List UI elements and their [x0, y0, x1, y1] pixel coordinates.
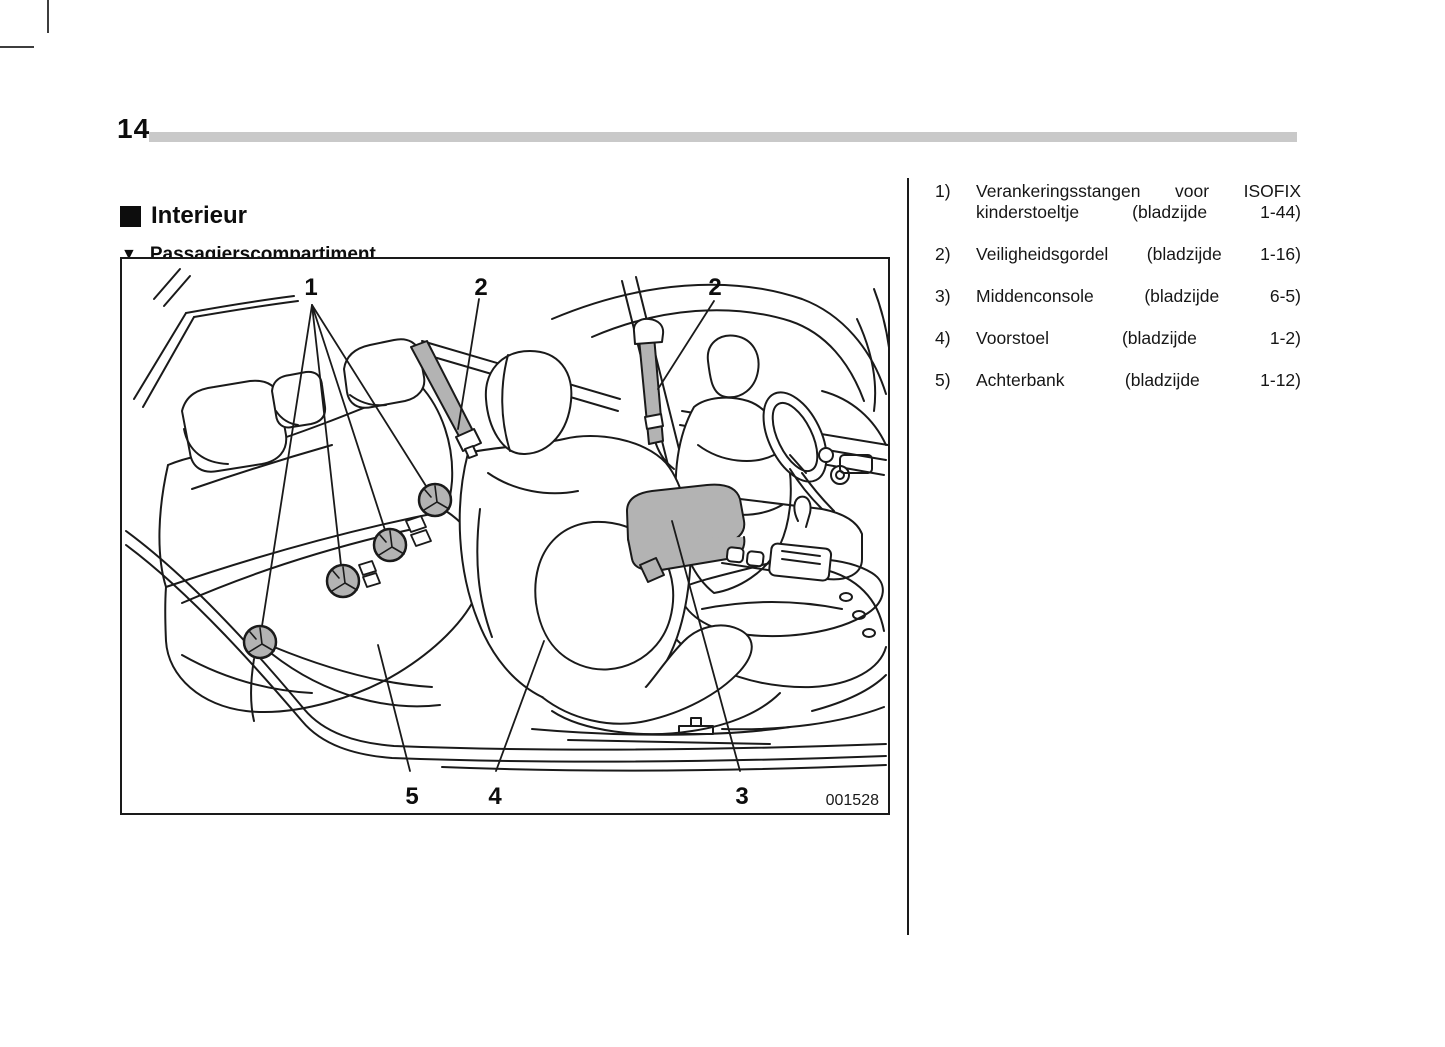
legend-item-text: Voorstoel (bladzijde 1-2): [976, 328, 1301, 348]
isofix-latch-bracket: [405, 515, 427, 533]
callout-5: 5: [405, 783, 418, 810]
callout-2-rear: 2: [474, 274, 487, 301]
section-marker-icon: [120, 205, 141, 227]
passenger-compartment-figure: 1 2 2 5 4 3 001528: [120, 257, 890, 815]
legend-item: 5) Achterbank (bladzijde 1-12): [935, 370, 1301, 412]
callout-2-front: 2: [708, 274, 721, 301]
steering-wheel: [762, 391, 850, 512]
column-divider: [907, 178, 909, 935]
legend-item-number: 4): [935, 328, 951, 348]
isofix-latch-bracket: [358, 560, 377, 576]
legend-item-text: Veiligheidsgordel (bladzijde 1-16): [976, 244, 1301, 264]
page-number: 14: [117, 113, 151, 144]
legend-item-number: 1): [935, 181, 951, 201]
figure-legend: 1) Verankeringsstangen voor ISOFIX kinde…: [935, 181, 1301, 412]
page-header-rule: [149, 132, 1297, 142]
callout-leader-lines: [261, 298, 741, 772]
legend-item: 1) Verankeringsstangen voor ISOFIX kinde…: [935, 181, 1301, 244]
legend-item-text: Verankeringsstangen voor ISOFIX kinderst…: [976, 181, 1301, 222]
crop-mark-vertical: [47, 0, 49, 33]
belt-buckle-shaded: [639, 557, 665, 583]
callout-labels: 1 2 2 5 4 3: [304, 274, 748, 810]
legend-item-number: 5): [935, 370, 951, 390]
legend-item: 3) Middenconsole (bladzijde 6-5): [935, 286, 1301, 328]
section-heading: Interieur: [120, 202, 247, 230]
legend-item-text: Achterbank (bladzijde 1-12): [976, 370, 1301, 390]
legend-item-number: 3): [935, 286, 951, 306]
legend-item: 2) Veiligheidsgordel (bladzijde 1-16): [935, 244, 1301, 286]
page-header: 14: [117, 113, 1297, 147]
dashboard: [821, 390, 887, 638]
legend-item-number: 2): [935, 244, 951, 264]
car-interior-illustration: 1 2 2 5 4 3 001528: [125, 268, 888, 810]
callout-1: 1: [304, 274, 317, 301]
crop-mark-horizontal: [0, 46, 34, 48]
callout-4: 4: [488, 783, 502, 810]
seat-belts: [410, 317, 675, 470]
legend-item: 4) Voorstoel (bladzijde 1-2): [935, 328, 1301, 370]
rear-bench-seat: [158, 338, 484, 722]
center-console: [626, 483, 863, 583]
legend-item-text: Middenconsole (bladzijde 6-5): [976, 286, 1301, 306]
isofix-anchors: [242, 482, 453, 660]
section-title: Interieur: [151, 202, 248, 230]
callout-3: 3: [735, 783, 748, 810]
figure-code: 001528: [826, 792, 879, 809]
